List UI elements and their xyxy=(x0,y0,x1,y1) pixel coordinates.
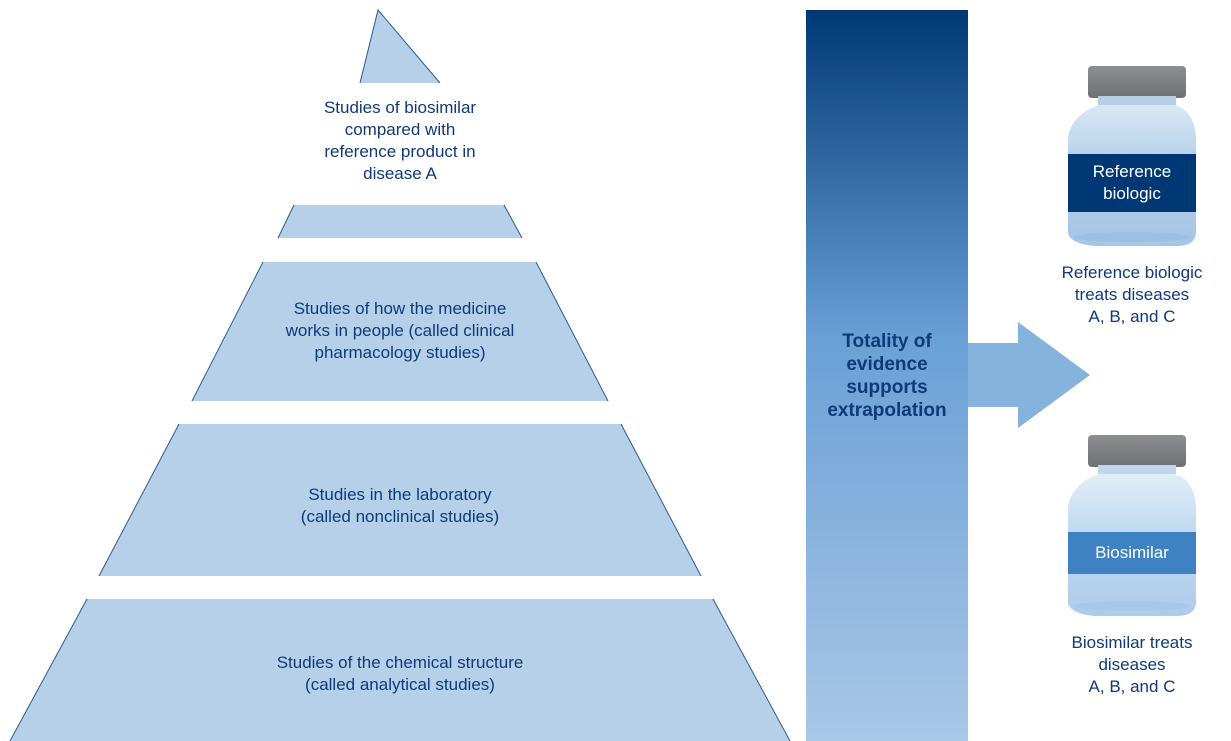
reference-label-text: Reference biologic xyxy=(1068,161,1196,205)
biosimilar-caption-line: diseases xyxy=(1098,655,1166,674)
tier-base-line: (called analytical studies) xyxy=(305,675,495,694)
pyramid-tier-top xyxy=(360,10,440,83)
reference-bottle xyxy=(1068,66,1196,246)
evidence-column-line: evidence xyxy=(846,354,928,375)
pyramid-tier-top-outline xyxy=(359,8,441,84)
biosimilar-caption: Biosimilar treats diseases A, B, and C xyxy=(1042,632,1222,698)
evidence-column-line: extrapolation xyxy=(827,400,947,421)
tier-base-line: Studies of the chemical structure xyxy=(276,653,524,672)
evidence-column-line: Totality of xyxy=(842,331,932,352)
biosimilar-bottle xyxy=(1068,435,1196,616)
tier-third-line: Studies in the laboratory xyxy=(308,485,492,504)
biosimilar-caption-line: Biosimilar treats xyxy=(1071,633,1193,652)
reference-caption-line: A, B, and C xyxy=(1088,307,1176,326)
tier-third-line: (called nonclinical studies) xyxy=(300,507,500,526)
reference-caption-line: treats diseases xyxy=(1074,285,1190,304)
reference-caption: Reference biologic treats diseases A, B,… xyxy=(1042,262,1222,328)
pyramid-tier-base xyxy=(10,599,790,741)
pyramid-tier-base-outline xyxy=(9,598,791,741)
pyramid-tier-second-outline xyxy=(191,261,609,402)
tier-base-text: Studies of the chemical structure (calle… xyxy=(210,652,590,696)
reference-caption-line: Reference biologic xyxy=(1061,263,1203,282)
biosimilar-label-text: Biosimilar xyxy=(1068,542,1196,564)
tier-second-line: pharmacology studies) xyxy=(314,343,486,362)
tier-top-line: reference product in xyxy=(324,142,476,161)
pyramid-tier-third-outline xyxy=(98,423,702,577)
pyramid-tier-third xyxy=(99,424,701,576)
biosimilar-label-line: Biosimilar xyxy=(1095,543,1169,562)
tier-second-line: Studies of how the medicine xyxy=(293,299,507,318)
evidence-column xyxy=(806,10,968,741)
biosimilar-caption-line: A, B, and C xyxy=(1088,677,1176,696)
tier-second-line: works in people (called clinical xyxy=(285,321,515,340)
biosimilar-label-band xyxy=(1068,532,1196,574)
reference-label-line: biologic xyxy=(1103,184,1161,203)
pyramid-tier-top-base xyxy=(278,205,522,238)
tier-top-text: Studies of biosimilar compared with refe… xyxy=(250,97,550,185)
tier-top-line: Studies of biosimilar xyxy=(323,98,477,117)
tier-top-line: disease A xyxy=(363,164,437,183)
tier-top-line: compared with xyxy=(344,120,456,139)
tier-third-text: Studies in the laboratory (called noncli… xyxy=(230,484,570,528)
pyramid-tier-second xyxy=(192,262,608,401)
evidence-column-text: Totality of evidence supports extrapolat… xyxy=(806,330,968,422)
reference-label-line: Reference xyxy=(1092,162,1172,181)
evidence-column-line: supports xyxy=(846,377,928,398)
pyramid-tier-top-base-outline xyxy=(277,204,523,239)
reference-label-band xyxy=(1068,154,1196,212)
tier-second-text: Studies of how the medicine works in peo… xyxy=(230,298,570,364)
extrapolation-arrow xyxy=(968,322,1090,428)
